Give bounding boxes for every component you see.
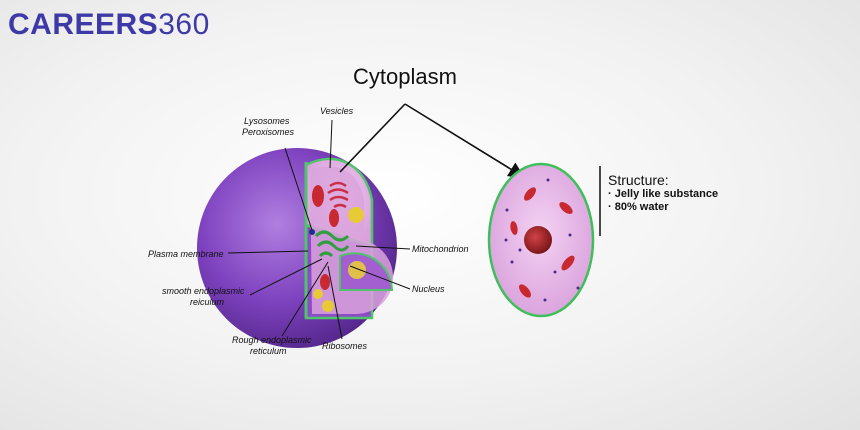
diagram-title: Cytoplasm — [353, 64, 457, 89]
animal-cell-3d — [197, 148, 397, 348]
mitochondrion-2d-4 — [561, 255, 575, 271]
label-smooth-er-line2: reiculum — [190, 297, 225, 307]
cytoplasm-arrow — [339, 103, 525, 178]
ribosome-dots-2d — [504, 178, 580, 302]
structure-item-text: 80% water — [614, 201, 669, 213]
structure-item: · Jelly like substance — [608, 188, 719, 200]
structure-panel: Structure: · Jelly like substance · 80% … — [608, 172, 718, 214]
label-vesicles: Vesicles — [320, 106, 354, 116]
mitochondrion-2d-5 — [519, 284, 531, 298]
cytoplasm-cell-2d — [487, 162, 595, 318]
label-lysosomes: Lysosomes — [244, 116, 290, 126]
label-rough-er-line1: Rough endoplasmic — [232, 335, 312, 345]
mitochondrion-2d-3 — [510, 221, 518, 235]
careers360-logo[interactable]: CAREERS360 — [8, 8, 210, 42]
leader-lines — [227, 119, 411, 340]
vesicle-3d-3 — [322, 300, 334, 312]
mitochondrion-3d-2 — [329, 209, 339, 227]
label-smooth-er-line1: smooth endoplasmic — [162, 286, 245, 296]
vesicle-3d-1 — [348, 207, 364, 223]
mitochondrion-3d-1 — [312, 185, 324, 207]
rough-er-3d — [314, 230, 350, 258]
label-plasma-membrane: Plasma membrane — [148, 249, 224, 259]
structure-item-text: Jelly like substance — [614, 188, 719, 200]
vesicle-3d-2 — [313, 289, 323, 299]
logo-brand-text: CAREERS — [8, 8, 159, 41]
peroxisome-3d — [309, 229, 315, 235]
mitochondrion-2d-1 — [524, 187, 536, 201]
structure-heading: Structure: — [608, 172, 669, 188]
nucleus-2d — [524, 226, 552, 254]
structure-item: · 80% water — [608, 201, 669, 213]
logo-number-text: 360 — [158, 8, 210, 41]
label-rough-er-line2: reticulum — [250, 346, 287, 356]
mitochondrion-2d-2 — [559, 202, 573, 214]
label-nucleus: Nucleus — [412, 284, 445, 294]
label-peroxisomes: Peroxisomes — [242, 127, 295, 137]
golgi-apparatus — [327, 181, 349, 209]
mitochondrion-3d-3 — [320, 274, 330, 290]
nucleolus-3d — [348, 261, 366, 279]
label-ribosomes: Ribosomes — [322, 341, 368, 351]
label-mitochondrion: Mitochondrion — [412, 244, 469, 254]
